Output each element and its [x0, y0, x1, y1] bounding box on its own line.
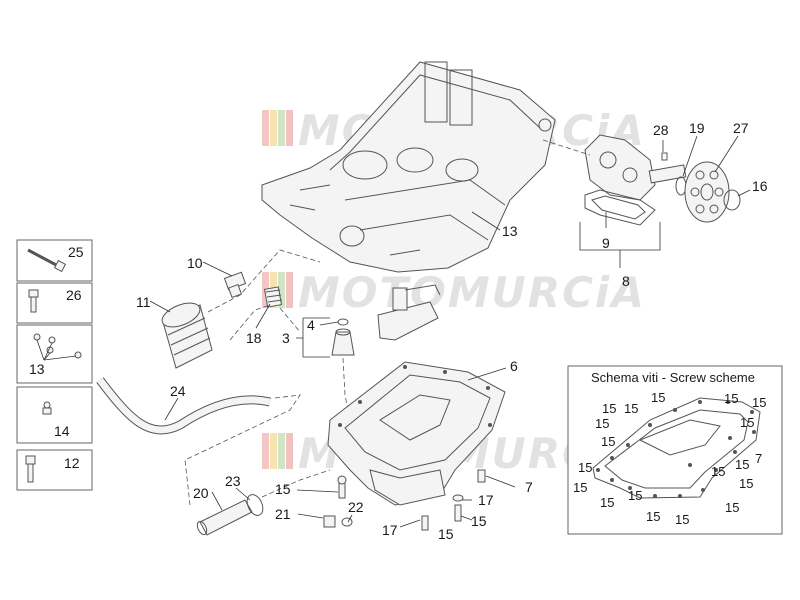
callout-21: 21	[275, 506, 291, 522]
callout-11: 11	[136, 294, 151, 310]
scheme-label: 15	[739, 476, 753, 491]
scheme-label: 15	[752, 395, 766, 410]
o-ring-23-drawing	[246, 494, 264, 516]
screw-scheme-sump-drawing	[592, 397, 761, 499]
screw-scheme-labels: 15 15 15 15 15 15 15 15 15 15 15 15 15 1…	[573, 390, 766, 527]
o-ring-19-drawing	[675, 176, 687, 196]
parts-box-25	[16, 239, 93, 282]
pipe-20-drawing	[196, 499, 253, 536]
oil-pump-drawing	[584, 134, 687, 226]
callout-14: 14	[54, 423, 70, 439]
plug-14-drawing	[42, 401, 52, 415]
pump-cover-27-drawing	[684, 161, 730, 223]
studs-13-drawing	[33, 333, 82, 361]
scheme-label: 15	[601, 434, 615, 449]
callout-15-a: 15	[275, 481, 291, 497]
scheme-label: 15	[646, 509, 660, 524]
screw-26-drawing	[28, 289, 39, 313]
scheme-label: 15	[595, 416, 609, 431]
callout-25: 25	[68, 244, 84, 260]
svg-text:MOTOMURCiA: MOTOMURCiA	[298, 268, 646, 317]
callout-22: 22	[348, 499, 364, 515]
watermark-middle: MOTOMURCiA	[262, 268, 646, 317]
scheme-label: 15	[628, 488, 642, 503]
hose-24-drawing	[96, 377, 272, 435]
scheme-label: 15	[651, 390, 665, 405]
o-ring-16-drawing	[723, 189, 741, 211]
scheme-label: 15	[600, 495, 614, 510]
callout-12: 12	[64, 455, 80, 471]
screw-12-drawing	[25, 455, 36, 483]
callout-18: 18	[246, 330, 262, 346]
union-18-drawing	[263, 286, 283, 308]
callout-23: 23	[225, 473, 241, 489]
scheme-label: 15	[624, 401, 638, 416]
scheme-label: 15	[724, 391, 738, 406]
scheme-label: 15	[602, 401, 616, 416]
crankcase-drawing	[261, 61, 556, 273]
callout-13-box: 13	[29, 361, 45, 377]
callout-15-c: 15	[471, 513, 487, 529]
screw-25-drawing	[27, 248, 67, 273]
scheme-label: 15	[675, 512, 689, 527]
callout-3: 3	[282, 330, 290, 346]
callout-28: 28	[653, 122, 669, 138]
scheme-label: 15	[735, 457, 749, 472]
callout-9: 9	[602, 235, 610, 251]
scheme-label: 15	[725, 500, 739, 515]
screw-scheme-box	[567, 365, 783, 535]
callout-26: 26	[66, 287, 82, 303]
callout-19: 19	[689, 120, 705, 136]
scheme-label: 15	[711, 464, 725, 479]
leader-lines	[149, 135, 751, 528]
callout-4: 4	[307, 317, 315, 333]
callout-13-case: 13	[502, 223, 518, 239]
callout-10: 10	[187, 255, 203, 271]
scheme-label: 15	[573, 480, 587, 495]
parts-box-14	[16, 386, 93, 444]
callout-17-a: 17	[382, 522, 398, 538]
oil-pickup-drawing	[377, 284, 441, 341]
oil-filter-11-drawing	[161, 302, 213, 369]
callout-7: 7	[525, 479, 533, 495]
oil-sump-6-drawing	[327, 361, 506, 506]
fitting-10-drawing	[223, 271, 247, 299]
callout-17-b: 17	[478, 492, 494, 508]
o-ring-4-drawing	[337, 318, 349, 326]
scheme-label: 15	[740, 415, 754, 430]
callout-6: 6	[510, 358, 518, 374]
callout-27: 27	[733, 120, 749, 136]
strainer-3-drawing	[331, 328, 355, 356]
callouts: 25 26 13 14 12 10 11 18 3 4 24 20 23 15 …	[29, 120, 768, 542]
scheme-label: 15	[578, 460, 592, 475]
callout-16: 16	[752, 178, 768, 194]
screw-scheme-title: Schema viti - Screw scheme	[591, 370, 755, 385]
callout-15-b: 15	[438, 526, 454, 542]
callout-8: 8	[622, 273, 630, 289]
drain-bolts-drawing	[323, 469, 486, 531]
callout-24: 24	[170, 383, 186, 399]
scheme-label: 7	[755, 451, 762, 466]
callout-20: 20	[193, 485, 209, 501]
